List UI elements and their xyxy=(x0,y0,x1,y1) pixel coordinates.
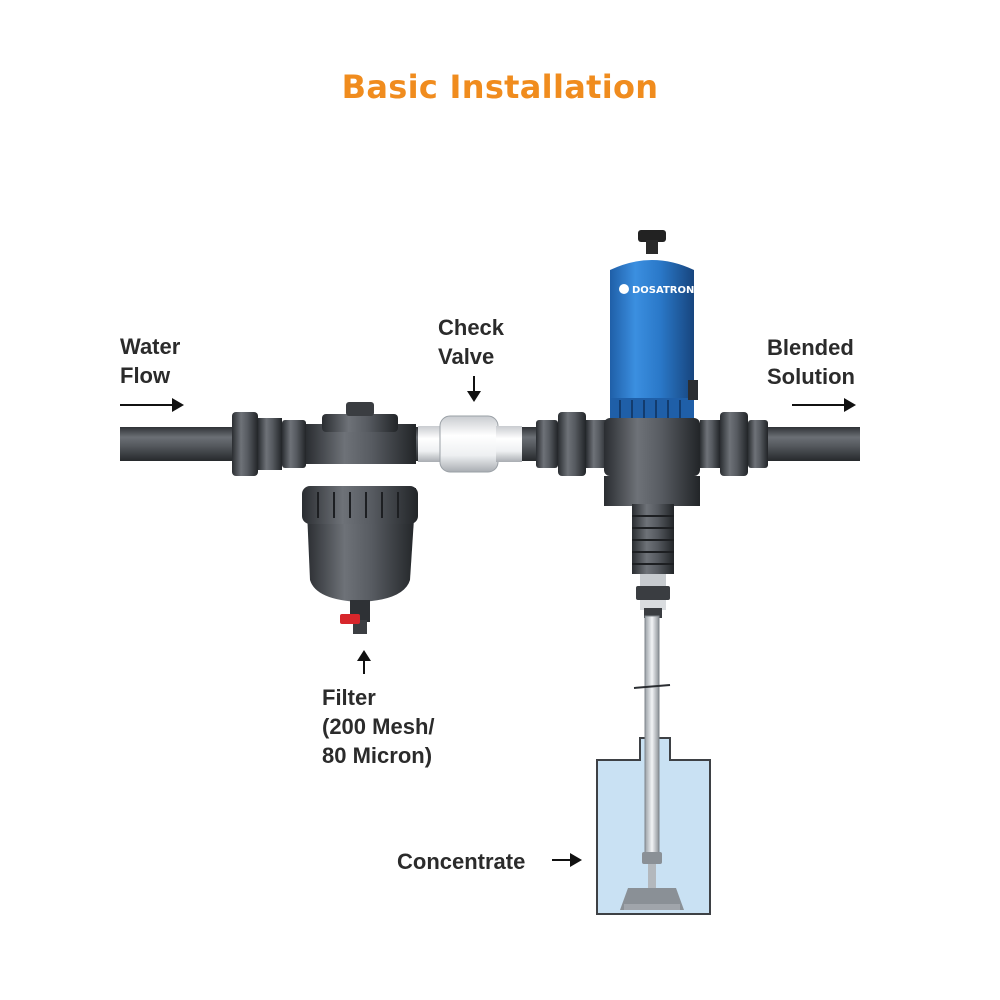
concentrate-arrow xyxy=(552,853,582,867)
filter-unit xyxy=(302,402,418,634)
blended-solution-arrow xyxy=(792,398,856,412)
blended-solution-line-2: Solution xyxy=(767,364,855,389)
dosatron-injector xyxy=(604,230,700,618)
dosatron-brand-label: DOSATRON xyxy=(632,285,694,296)
middle-union xyxy=(536,412,608,476)
water-flow-arrow xyxy=(120,398,184,412)
concentrate-text: Concentrate xyxy=(397,849,526,874)
blended-solution-label: Blended Solution xyxy=(767,333,855,391)
check-valve-line-1: Check xyxy=(438,315,505,340)
blended-solution-line-1: Blended xyxy=(767,335,854,360)
filter-label: Filter (200 Mesh/ 80 Micron) xyxy=(322,683,435,770)
page-title: Basic Installation xyxy=(341,68,659,106)
check-valve-arrow xyxy=(467,376,481,402)
water-flow-label: Water Flow xyxy=(120,332,180,390)
drain-valve-handle xyxy=(340,614,360,624)
filter-line-2: (200 Mesh/ xyxy=(322,714,435,739)
suction-tube xyxy=(620,615,684,910)
water-flow-line-1: Water xyxy=(120,334,181,359)
water-flow-line-2: Flow xyxy=(120,363,171,388)
left-union xyxy=(232,412,306,476)
filter-line-1: Filter xyxy=(322,685,376,710)
filter-arrow xyxy=(357,650,371,674)
check-valve-body xyxy=(418,415,522,473)
check-valve-line-2: Valve xyxy=(438,344,495,369)
concentrate-label: Concentrate xyxy=(397,847,525,876)
right-union xyxy=(700,412,768,476)
check-valve-label: Check Valve xyxy=(438,313,504,371)
filter-line-3: 80 Micron) xyxy=(322,743,433,768)
